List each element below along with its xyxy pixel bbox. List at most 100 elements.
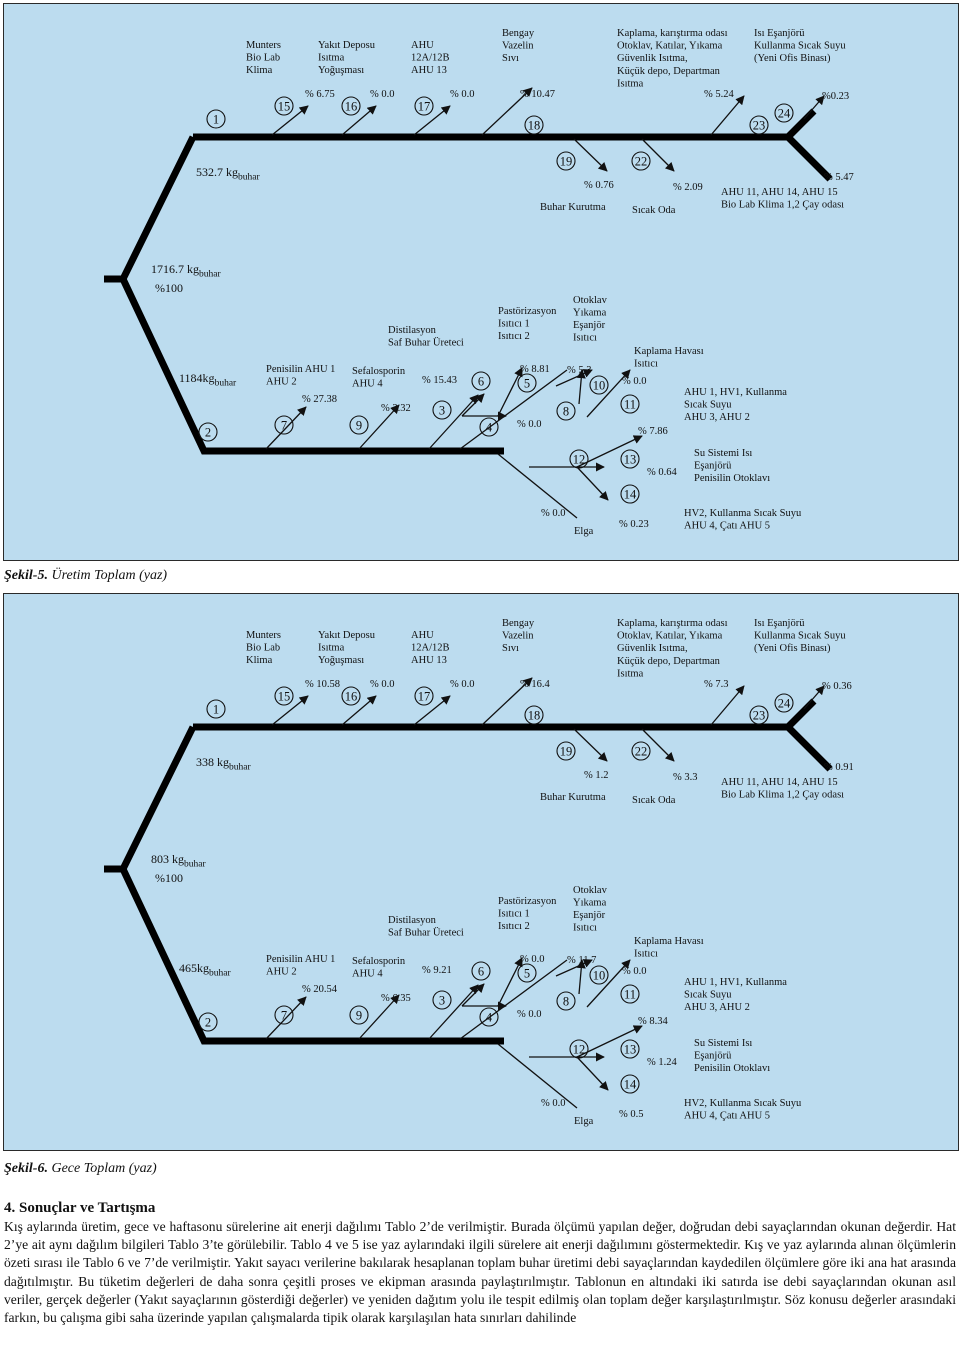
node-8: 8 [556, 401, 576, 421]
node-9: 9 [349, 1005, 369, 1025]
pct-13: % 1.24 [647, 1057, 677, 1068]
pct-7: % 27.38 [302, 394, 337, 405]
svg-text:3: 3 [439, 994, 445, 1008]
branch-5 [497, 957, 523, 1007]
node-22: 22 [631, 741, 651, 761]
branch-6-up [461, 393, 485, 417]
caption-text: Gece Toplam (yaz) [47, 1161, 157, 1176]
node-6: 6 [471, 371, 491, 391]
svg-text:19: 19 [560, 745, 573, 759]
node-5: 5 [517, 373, 537, 393]
branch-7 [265, 406, 307, 450]
section-title: 4. Sonuçlar ve Tartışma [4, 1200, 156, 1216]
node-11: 11 [620, 984, 640, 1004]
pct-13: % 0.64 [647, 467, 677, 478]
total-lower: 1184kgbuhar [179, 371, 237, 389]
svg-text:22: 22 [635, 745, 648, 759]
svg-text:5: 5 [524, 967, 530, 981]
svg-text:17: 17 [418, 100, 431, 114]
svg-text:4: 4 [486, 421, 493, 435]
svg-text:1: 1 [213, 703, 219, 717]
branch-24 [803, 685, 825, 710]
branch-23 [710, 685, 745, 726]
pct-16: % 0.0 [370, 89, 395, 100]
svg-text:7: 7 [281, 1009, 287, 1023]
branch-17 [413, 695, 451, 726]
pct-12: % 0.0 [541, 508, 566, 519]
pct-3: % 9.21 [422, 965, 452, 976]
total-percent: %100 [155, 281, 183, 295]
caption-text: Üretim Toplam (yaz) [47, 568, 168, 583]
node-10: 10 [589, 965, 609, 985]
svg-text:22: 22 [635, 155, 648, 169]
svg-text:16: 16 [345, 690, 358, 704]
pct-18: % 16.4 [520, 679, 550, 690]
branch-10-up [576, 369, 586, 405]
main-line-upper-branch [785, 108, 817, 140]
trunk-left [104, 135, 197, 283]
svg-text:15: 15 [278, 100, 291, 114]
total-lower: 465kgbuhar [179, 961, 231, 979]
total-main: 1716.7 kgbuhar [151, 262, 221, 280]
node-23: 23 [749, 705, 769, 725]
svg-text:11: 11 [624, 398, 636, 412]
branch-10 [555, 369, 593, 387]
svg-text:8: 8 [563, 405, 569, 419]
pct-9: % 6.35 [381, 993, 411, 1004]
node-2: 2 [198, 422, 218, 442]
node-24: 24 [774, 103, 794, 123]
pct-14: % 0.5 [619, 1109, 644, 1120]
node-24: 24 [774, 693, 794, 713]
branch-10-up [576, 959, 586, 995]
svg-text:8: 8 [563, 995, 569, 1009]
label-sicak-oda: Sıcak Oda [632, 205, 676, 216]
node-15: 15 [274, 686, 294, 706]
node-15: 15 [274, 96, 294, 116]
pct-5: % 8.81 [520, 364, 550, 375]
pct-11: % 8.34 [638, 1016, 668, 1027]
trunk-left [104, 725, 197, 873]
node-4: 4 [479, 1007, 499, 1027]
node-19: 19 [556, 741, 576, 761]
diag-lower [497, 453, 578, 519]
node-6: 6 [471, 961, 491, 981]
pct-18: % 10.47 [520, 89, 555, 100]
diag-lower [497, 1043, 578, 1109]
node-4: 4 [479, 417, 499, 437]
svg-text:18: 18 [528, 709, 541, 723]
branch-11 [586, 369, 631, 418]
total-percent: %100 [155, 871, 183, 885]
node-17: 17 [414, 686, 434, 706]
pct-15: % 10.58 [305, 679, 340, 690]
pct-5: % 0.0 [520, 954, 545, 965]
svg-text:6: 6 [478, 375, 484, 389]
figure-caption: Şekil-6. Gece Toplam (yaz) [4, 1161, 157, 1177]
pct-24: % 0.36 [822, 681, 852, 692]
trunk-lower [119, 277, 504, 455]
main-line-upper-branch [785, 698, 817, 730]
svg-text:6: 6 [478, 965, 484, 979]
caption-number: Şekil-6. [4, 1161, 48, 1176]
svg-text:2: 2 [205, 1016, 211, 1030]
pct-19: % 1.2 [584, 770, 609, 781]
pct-19: % 0.76 [584, 180, 614, 191]
total-main: 803 kgbuhar [151, 852, 206, 870]
svg-text:9: 9 [356, 419, 362, 433]
node-16: 16 [341, 686, 361, 706]
svg-text:24: 24 [778, 697, 791, 711]
